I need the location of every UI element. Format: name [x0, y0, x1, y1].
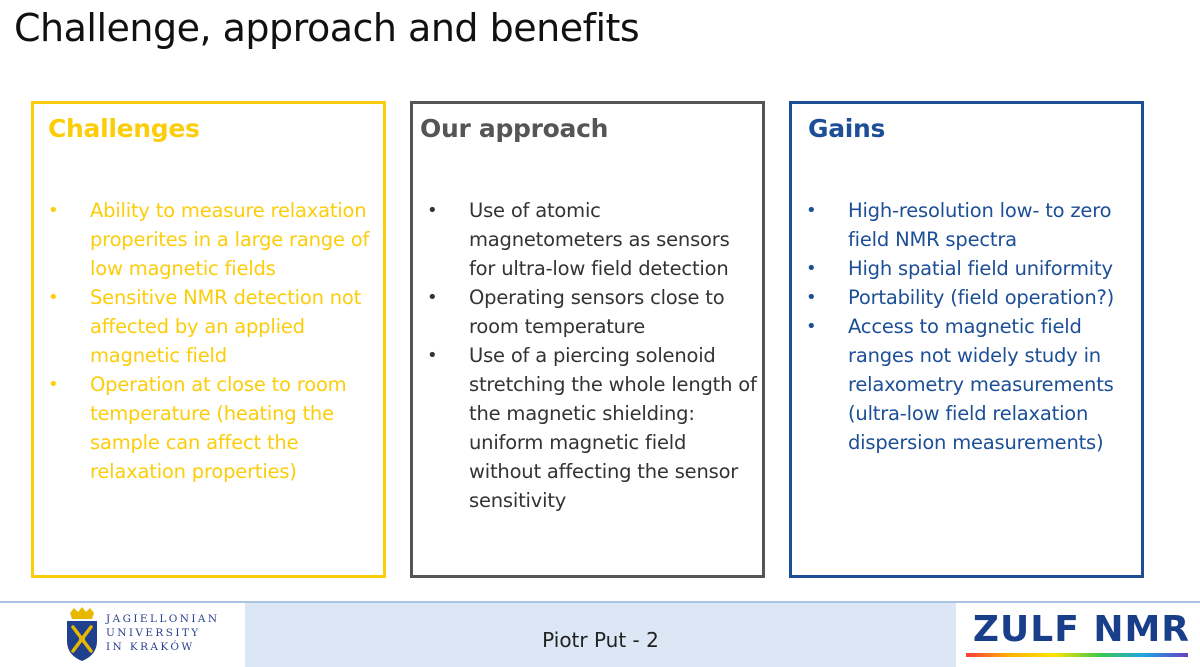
list-item: •Operating sensors close to room tempera…	[427, 283, 758, 341]
list-item: •Use of a piercing solenoid stretching t…	[427, 341, 758, 515]
gains-heading: Gains	[808, 114, 886, 143]
bullet-icon: •	[48, 374, 59, 395]
bullet-icon: •	[806, 287, 817, 308]
bullet-icon: •	[48, 287, 59, 308]
bullet-icon: •	[806, 258, 817, 279]
list-item: •Ability to measure relaxation properite…	[48, 196, 379, 283]
slide-title: Challenge, approach and benefits	[14, 6, 640, 50]
list-item: •High-resolution low- to zero field NMR …	[806, 196, 1137, 254]
approach-heading: Our approach	[420, 114, 609, 143]
bullet-icon: •	[427, 345, 438, 366]
bullet-icon: •	[427, 287, 438, 308]
bullet-icon: •	[806, 200, 817, 221]
bullet-icon: •	[427, 200, 438, 221]
list-item: •Operation at close to room temperature …	[48, 370, 379, 486]
bullet-icon: •	[48, 200, 59, 221]
gains-list: •High-resolution low- to zero field NMR …	[806, 196, 1137, 457]
list-item: •High spatial field uniformity	[806, 254, 1137, 283]
bullet-icon: •	[806, 316, 817, 337]
challenges-heading: Challenges	[48, 114, 200, 143]
university-crest-icon	[67, 607, 97, 661]
university-name: JAGIELLONIAN UNIVERSITY IN KRAKÓW	[106, 613, 220, 653]
list-item: •Access to magnetic field ranges not wid…	[806, 312, 1137, 457]
list-item: •Portability (field operation?)	[806, 283, 1137, 312]
zulf-nmr-wordmark: ZULF NMR	[972, 609, 1190, 650]
footer-author-page: Piotr Put - 2	[542, 628, 659, 652]
challenges-panel: Challenges •Ability to measure relaxatio…	[31, 101, 386, 578]
slide-footer: JAGIELLONIAN UNIVERSITY IN KRAKÓW Piotr …	[0, 601, 1200, 667]
rainbow-underline	[966, 653, 1188, 657]
list-item: •Use of atomic magnetometers as sensors …	[427, 196, 758, 283]
approach-list: •Use of atomic magnetometers as sensors …	[427, 196, 758, 515]
challenges-list: •Ability to measure relaxation properite…	[48, 196, 379, 486]
zulf-nmr-logo: ZULF NMR	[956, 603, 1200, 667]
university-logo: JAGIELLONIAN UNIVERSITY IN KRAKÓW	[0, 603, 245, 667]
gains-panel: Gains •High-resolution low- to zero fiel…	[789, 101, 1144, 578]
list-item: •Sensitive NMR detection not affected by…	[48, 283, 379, 370]
approach-panel: Our approach •Use of atomic magnetometer…	[410, 101, 765, 578]
